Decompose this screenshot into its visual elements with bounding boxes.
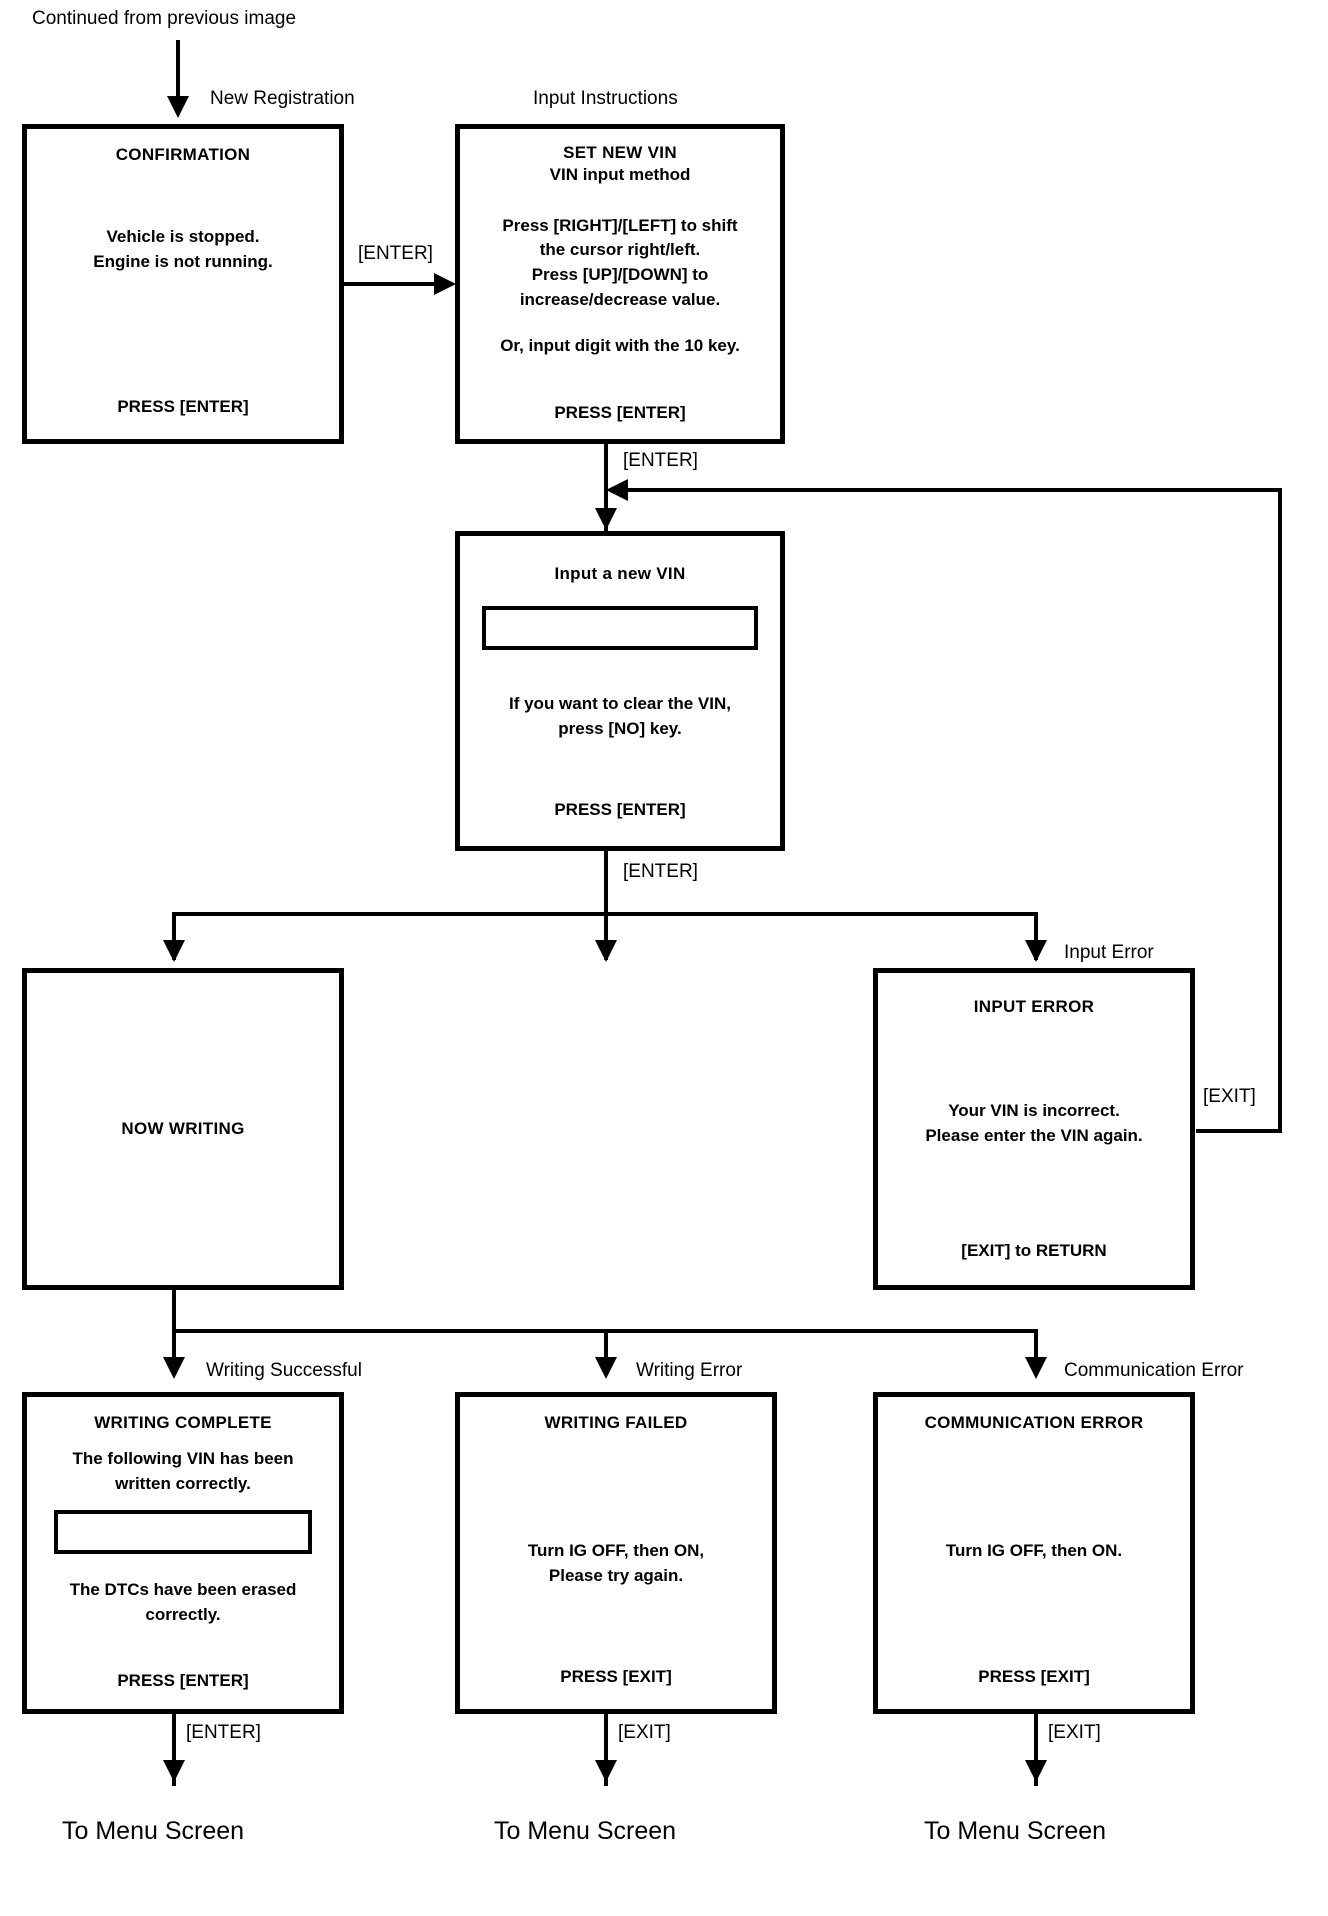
connector-branch-failed-arrow (595, 1357, 617, 1379)
connector-branch-comm-arrow (1025, 1357, 1047, 1379)
screen-confirmation[interactable]: CONFIRMATION Vehicle is stopped. Engine … (22, 124, 344, 444)
terminal-menu-screen-3: To Menu Screen (924, 1817, 1107, 1845)
set-new-vin-subtitle: VIN input method (549, 165, 691, 184)
connector-branch-complete-arrow (163, 1357, 185, 1379)
set-new-vin-footer: PRESS [ENTER] (554, 403, 686, 422)
writing-complete-body-line-1: The following VIN has been (72, 1449, 294, 1468)
edge-label-exit-comm: [EXIT] (1048, 1722, 1101, 1743)
connector-entry-line (176, 40, 180, 102)
terminal-menu-screen-1: To Menu Screen (62, 1817, 245, 1845)
input-vin-footer: PRESS [ENTER] (554, 800, 686, 819)
set-new-vin-body-line-4: increase/decrease value. (519, 289, 721, 309)
connector-failed-to-menu (604, 1714, 608, 1786)
connector-return-top (626, 488, 1282, 492)
connector-branch-comm (1034, 1329, 1038, 1375)
writing-complete-body-line-4: correctly. (145, 1604, 221, 1624)
entry-caption: Continued from previous image (32, 8, 297, 29)
edge-label-exit-failed: [EXIT] (618, 1722, 671, 1743)
writing-failed-title: WRITING FAILED (544, 1413, 688, 1432)
connector-comm-to-menu (1034, 1714, 1038, 1786)
input-error-footer: [EXIT] to RETURN (961, 1241, 1107, 1260)
writing-complete-body-line-3: The DTCs have been erased (69, 1580, 297, 1600)
communication-error-body-line-1: Turn IG OFF, then ON. (945, 1541, 1123, 1560)
vin-input-field[interactable] (482, 606, 758, 650)
connector-branch-nowwriting-arrow (163, 940, 185, 962)
caption-writing-error: Writing Error (636, 1360, 743, 1381)
input-vin-body-line-2: press [NO] key. (558, 718, 682, 738)
input-vin-body-line-1: If you want to clear the VIN, (509, 694, 731, 713)
edge-label-enter-complete: [ENTER] (186, 1722, 261, 1743)
input-error-title: INPUT ERROR (973, 997, 1095, 1016)
screen-writing-failed[interactable]: WRITING FAILED Turn IG OFF, then ON, Ple… (455, 1392, 777, 1714)
connector-branch-complete (172, 1329, 176, 1375)
connector-branch-inputerror-arrow (1025, 940, 1047, 962)
caption-input-instructions: Input Instructions (533, 88, 678, 109)
writing-failed-body-line-2: Please try again. (548, 1565, 684, 1585)
edge-label-enter-3: [ENTER] (623, 861, 698, 882)
connector-return-arrow (606, 479, 628, 501)
written-vin-field (54, 1510, 312, 1555)
caption-new-registration: New Registration (210, 88, 355, 109)
screen-input-vin[interactable]: Input a new VIN If you want to clear the… (455, 531, 785, 851)
connector-complete-to-menu-arrow (163, 1760, 185, 1782)
set-new-vin-title: SET NEW VIN (563, 143, 677, 162)
input-error-body-line-2: Please enter the VIN again. (925, 1125, 1143, 1145)
screen-set-new-vin[interactable]: SET NEW VIN VIN input method Press [RIGH… (455, 124, 785, 444)
set-new-vin-body-line-1: Press [RIGHT]/[LEFT] to shift (502, 215, 738, 235)
screen-communication-error[interactable]: COMMUNICATION ERROR Turn IG OFF, then ON… (873, 1392, 1195, 1714)
caption-communication-error: Communication Error (1064, 1360, 1244, 1381)
connector-comm-to-menu-arrow (1025, 1760, 1047, 1782)
connector-complete-to-menu (172, 1714, 176, 1786)
communication-error-title: COMMUNICATION ERROR (924, 1413, 1144, 1432)
edge-label-enter-2: [ENTER] (623, 450, 698, 471)
connector-return-right (1278, 488, 1282, 1133)
terminal-menu-screen-2: To Menu Screen (494, 1817, 677, 1845)
set-new-vin-body-line-2: the cursor right/left. (539, 240, 701, 260)
confirmation-title: CONFIRMATION (115, 145, 251, 164)
edge-label-exit-return: [EXIT] (1203, 1086, 1256, 1107)
connector-branch-middle-arrow (595, 940, 617, 962)
connector-branch-failed (604, 1329, 608, 1375)
edge-label-enter-1: [ENTER] (358, 243, 433, 264)
caption-writing-successful: Writing Successful (206, 1360, 362, 1381)
communication-error-footer: PRESS [EXIT] (978, 1667, 1090, 1686)
writing-failed-body-line-1: Turn IG OFF, then ON, (527, 1541, 705, 1560)
writing-complete-body-line-2: written correctly. (115, 1473, 251, 1493)
screen-now-writing[interactable]: NOW WRITING (22, 968, 344, 1290)
writing-complete-footer: PRESS [ENTER] (117, 1671, 249, 1690)
now-writing-title: NOW WRITING (121, 1119, 245, 1138)
connector-return-bottom (1196, 1129, 1282, 1133)
screen-input-error[interactable]: INPUT ERROR Your VIN is incorrect. Pleas… (873, 968, 1195, 1290)
connector-inputvin-stem (604, 851, 608, 916)
screen-writing-complete[interactable]: WRITING COMPLETE The following VIN has b… (22, 1392, 344, 1714)
set-new-vin-body-line-5: Or, input digit with the 10 key. (500, 336, 740, 356)
connector-nowwriting-stem (172, 1290, 176, 1333)
connector-setvin-to-inputvin-arrow (595, 508, 617, 530)
input-error-body-line-1: Your VIN is incorrect. (948, 1101, 1120, 1120)
connector-branch-nowwriting (172, 912, 176, 960)
caption-input-error: Input Error (1064, 942, 1154, 963)
input-vin-title: Input a new VIN (554, 564, 686, 583)
connector-conf-to-setvin-arrow (434, 273, 456, 295)
writing-failed-footer: PRESS [EXIT] (560, 1667, 672, 1686)
connector-entry-arrow (167, 96, 189, 118)
confirmation-footer: PRESS [ENTER] (117, 397, 249, 416)
confirmation-body-line-1: Vehicle is stopped. (106, 227, 260, 246)
confirmation-body-line-2: Engine is not running. (93, 251, 273, 271)
connector-branch-inputerror (1034, 912, 1038, 960)
set-new-vin-body-line-3: Press [UP]/[DOWN] to (531, 264, 709, 284)
writing-complete-title: WRITING COMPLETE (94, 1413, 272, 1432)
connector-failed-to-menu-arrow (595, 1760, 617, 1782)
connector-branch-middle (604, 912, 608, 960)
connector-conf-to-setvin (344, 282, 452, 286)
